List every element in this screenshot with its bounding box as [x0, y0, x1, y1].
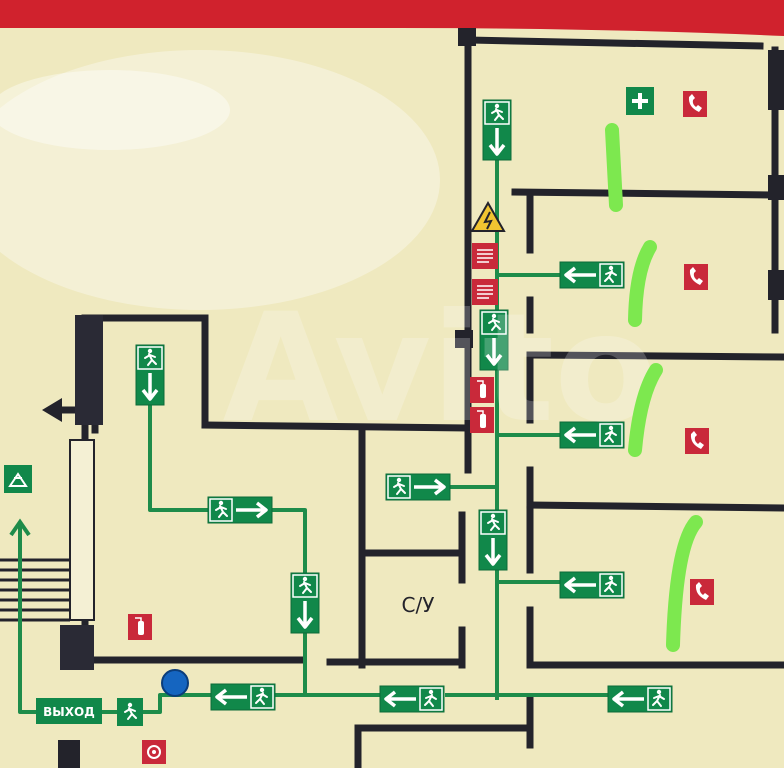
watermark: Avito — [223, 282, 658, 456]
exit-sign — [479, 510, 507, 570]
fire-extinguisher-icon — [127, 613, 153, 641]
fire-hose-icon — [471, 242, 499, 270]
running-man-icon — [117, 698, 143, 726]
highlighter-marks — [605, 123, 703, 652]
frame-top-edge — [0, 0, 784, 36]
exit-label: ВЫХОД — [43, 705, 95, 719]
staircase — [0, 558, 70, 622]
arrow-up-icon — [9, 518, 31, 545]
exit-label-box: ВЫХОД — [36, 698, 102, 724]
exit-sign — [386, 474, 450, 500]
exit-sign — [380, 686, 444, 712]
phone-icon — [690, 579, 714, 605]
exit-sign — [483, 100, 511, 160]
exit-sign — [136, 345, 164, 405]
room-label-wc: С/У — [402, 593, 435, 617]
phone-icon — [685, 428, 709, 454]
exit-sign — [291, 573, 319, 633]
exit-sign — [560, 572, 624, 598]
exit-sign — [211, 684, 275, 710]
you-are-here-icon — [161, 669, 189, 697]
exit-sign — [208, 497, 272, 523]
phone-icon — [683, 91, 707, 117]
phone-icon — [684, 264, 708, 290]
first-aid-icon — [626, 87, 654, 115]
exit-sign — [608, 686, 672, 712]
electric-hazard-icon — [470, 200, 506, 232]
fire-alarm-icon — [142, 740, 166, 764]
assembly-point-icon — [4, 465, 32, 493]
